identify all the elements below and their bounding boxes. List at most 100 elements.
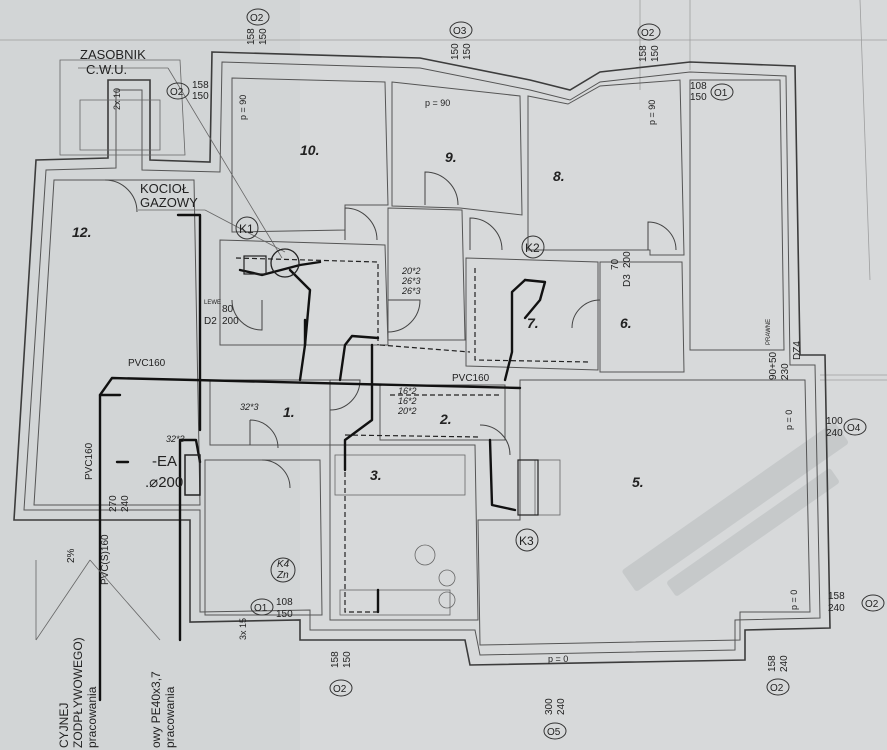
door-labels: 80 D2 200 LEWE 70 D3 200 90+50 230 DZ4 P… <box>108 88 803 640</box>
o2-top-right-w: 158 <box>638 45 649 62</box>
dim-c: 32*3 <box>240 402 259 412</box>
p90-top: p = 90 <box>425 98 450 108</box>
two-x-label: 2x 10 <box>112 88 122 110</box>
p90-left: p = 90 <box>238 95 248 120</box>
bottom-dimension-lines <box>35 559 161 641</box>
dz4-height: 230 <box>780 363 791 380</box>
pvc160-mid-label: PVC160 <box>452 373 490 384</box>
dim-b3: 20*2 <box>397 406 417 416</box>
o4-right-tag: O4 <box>847 423 861 434</box>
equipment <box>184 248 539 516</box>
pvc160-top-label: PVC160 <box>128 358 166 369</box>
dim-b2: 16*2 <box>398 396 417 406</box>
d1-height: 240 <box>120 495 131 512</box>
p0-bottom-right: p = 0 <box>789 590 799 610</box>
o2-top-left-w: 158 <box>246 28 257 45</box>
d1-width: 270 <box>108 495 119 512</box>
three-x-label: 3x 15 <box>238 618 248 640</box>
window-tags: O2 158 150 O3 150 150 O2 158 150 O2 158 … <box>166 8 885 740</box>
pvc160-left-label: PVC160 <box>84 442 95 480</box>
room-labels: 10. 9. 8. 12. 7. 6. 1. 2. 3. 5. <box>72 142 644 490</box>
ea-label: -EA <box>152 453 177 470</box>
lewe-label: LEWE <box>204 300 221 306</box>
dz4-width: 90+50 <box>768 351 779 380</box>
exterior-walls <box>13 51 831 666</box>
sill-heights: p = 90 p = 90 p = 90 p = 0 p = 0 p = 0 <box>238 95 799 664</box>
pipe-labels: PVC160 PVC160 PVC160 PVC(S)160 -EA .⌀200… <box>66 266 490 585</box>
door-swings <box>104 171 677 489</box>
d2-height: 200 <box>222 316 239 327</box>
o2-bottom-right-tag: O2 <box>770 683 784 694</box>
o1-top-right-h: 150 <box>690 92 707 103</box>
o2-top-right-h: 150 <box>650 45 661 62</box>
o2-right-bottom-h: 240 <box>828 603 845 614</box>
bottom-notes: CYJNEJ ZODPŁYWOWEGO) pracowania owy PE40… <box>57 637 177 748</box>
dim-a1: 20*2 <box>401 266 421 276</box>
k3-circle <box>515 528 539 552</box>
o5-bottom-tag: O5 <box>547 727 561 738</box>
o2-bottom-right-w: 158 <box>767 655 778 672</box>
k3-box <box>517 459 539 516</box>
d3-tag: D3 <box>622 274 633 287</box>
gas-boiler <box>243 255 267 275</box>
o1-bottom-h: 150 <box>276 609 293 620</box>
room-5-label: 5. <box>632 474 644 490</box>
dim-a2: 26*3 <box>401 276 421 286</box>
gazowy-label: GAZOWY <box>140 195 198 210</box>
o5-bottom-h: 240 <box>556 698 567 715</box>
d3-height: 200 <box>622 251 633 268</box>
watermark <box>622 422 849 596</box>
room-6-label: 6. <box>620 315 632 331</box>
o2-bottom-left-tag-circle <box>329 679 353 697</box>
o2-bottom-left-tag: O2 <box>333 684 347 695</box>
p0-right: p = 0 <box>784 410 794 430</box>
pvcs160-label: PVC(S)160 <box>100 534 111 585</box>
k2-circle <box>521 235 545 259</box>
o1-bottom-w: 108 <box>276 597 293 608</box>
o2-bottom-left-h: 150 <box>342 651 353 668</box>
p90-right: p = 90 <box>647 100 657 125</box>
o1-bottom-tag: O1 <box>254 603 268 614</box>
prawne-label: PRAWNE <box>766 319 772 345</box>
o1-bottom-tag-circle <box>250 598 274 616</box>
dim-a3: 26*3 <box>401 286 421 296</box>
o2-bottom-right-tag-circle <box>766 678 790 696</box>
kociol-label: KOCIOŁ <box>140 181 189 196</box>
o2-bottom-left-w: 158 <box>330 651 341 668</box>
dim-d: 32*3 <box>166 434 185 444</box>
k1-label: K1 <box>239 222 254 236</box>
o5-bottom-w: 300 <box>544 698 555 715</box>
room-9-label: 9. <box>445 149 457 165</box>
note-line-2: ZODPŁYWOWEGO) <box>71 637 85 748</box>
o4-right-tag-circle <box>843 418 867 436</box>
ea-unit <box>184 454 201 496</box>
room-8-label: 8. <box>553 168 565 184</box>
k2-label: K2 <box>525 241 540 255</box>
room-1-label: 1. <box>283 404 295 420</box>
o2-top-left-h: 150 <box>258 28 269 45</box>
o2-right-bottom-tag: O2 <box>865 599 879 610</box>
room-7-label: 7. <box>527 315 539 331</box>
o2-right-bottom-tag-circle <box>861 594 885 612</box>
o4-right-h: 240 <box>826 428 843 439</box>
slope-label: 2% <box>66 548 77 563</box>
o2-top-right-tag-circle <box>637 23 661 41</box>
leader-lines <box>78 67 286 259</box>
equipment-callouts: ZASOBNIK C.W.U. KOCIOŁ GAZOWY <box>80 47 198 210</box>
k-symbols: K1 K2 K3 K4 Zn <box>235 216 545 583</box>
phi200-label: .⌀200 <box>145 474 183 491</box>
zasobnik-label: ZASOBNIK <box>80 47 146 62</box>
o1-top-right-tag-circle <box>710 83 734 101</box>
room-3-label: 3. <box>370 467 382 483</box>
o3-top-w: 150 <box>450 43 461 60</box>
d2-tag: D2 <box>204 316 217 327</box>
o3-top-tag-circle <box>449 21 473 39</box>
k4-sub-label: Zn <box>276 570 289 581</box>
o2-top-right-tag: O2 <box>641 28 655 39</box>
o2-top-left-tag: O2 <box>250 13 264 24</box>
dim-b1: 16*2 <box>398 386 417 396</box>
o5-bottom-tag-circle <box>543 722 567 740</box>
o1-top-right-w: 108 <box>690 81 707 92</box>
d2-width: 80 <box>222 304 234 315</box>
